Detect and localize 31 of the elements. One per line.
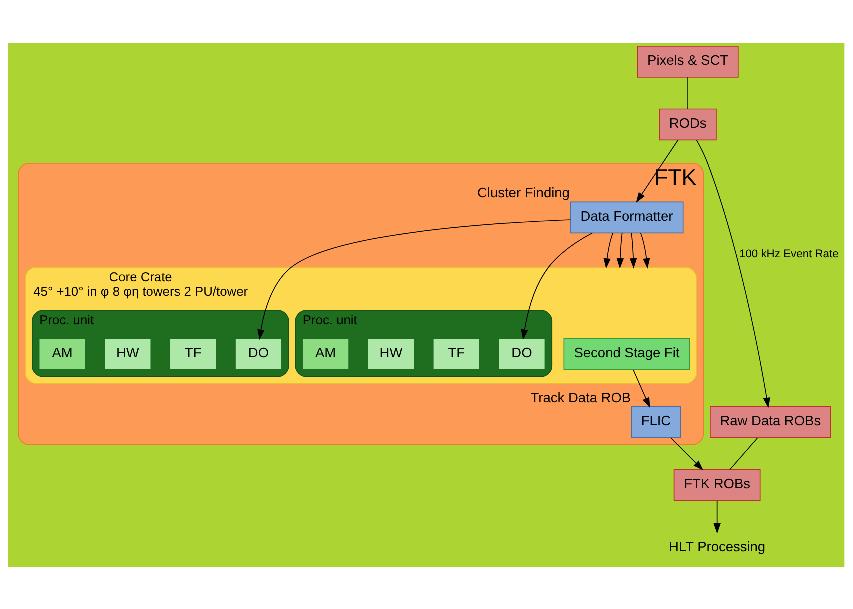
node-box: AM: [38, 338, 86, 370]
node-box: Data Formatter: [570, 201, 684, 234]
node-box: FLIC: [631, 406, 682, 438]
arrow: [636, 139, 679, 202]
node-label: Track Data ROB: [530, 390, 632, 405]
node-box: DO: [498, 338, 546, 370]
node-box: Second Stage Fit: [564, 338, 690, 370]
arrow: [640, 232, 650, 268]
arrow: [633, 369, 650, 408]
arrow: [258, 219, 572, 340]
node-box: DO: [235, 338, 282, 370]
node-box: AM: [302, 338, 350, 370]
arrow: [616, 232, 624, 268]
connector: [730, 437, 758, 470]
arrow: [714, 500, 721, 534]
arrow: [521, 232, 593, 340]
arrow: [696, 139, 770, 408]
arrow: [670, 437, 704, 470]
node-box: RODs: [659, 108, 717, 140]
node-text: HLT Processing: [669, 538, 766, 554]
arrow: [604, 232, 614, 268]
node-box: TF: [432, 338, 480, 370]
node-box: TF: [170, 338, 217, 370]
arrow: [630, 232, 638, 268]
edge-label: 100 kHz Event Rate: [739, 248, 839, 260]
node-box: HW: [104, 338, 152, 370]
node-box: Pixels & SCT: [637, 46, 739, 78]
node-box: HW: [368, 338, 415, 370]
node-box: FTK ROBs: [674, 468, 761, 501]
node-label: Cluster Finding: [477, 185, 570, 200]
node-box: Raw Data ROBs: [710, 406, 832, 438]
